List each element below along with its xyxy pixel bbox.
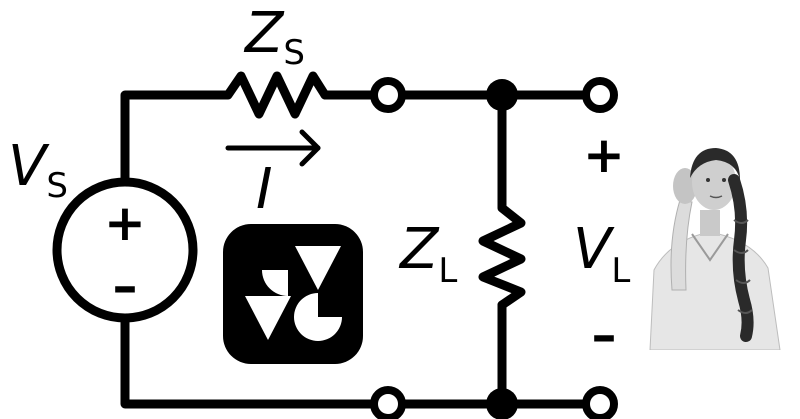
terminal-bottom-right	[582, 386, 618, 419]
terminal-bottom-left	[370, 386, 406, 419]
load-plus-sign: +	[583, 126, 625, 184]
person-photo	[640, 140, 790, 350]
terminal-top-right	[582, 77, 618, 113]
current-label: I	[256, 157, 273, 222]
voltage-source-circle	[52, 177, 198, 323]
source-plus-sign: +	[104, 194, 146, 252]
app-logo-icon	[223, 224, 363, 364]
junction-node-top	[486, 79, 518, 111]
load-impedance-label: ZL	[398, 217, 457, 291]
source-voltage-label: VS	[8, 134, 68, 206]
wire-source-top	[120, 90, 220, 185]
junction-node-bottom	[486, 388, 518, 419]
load-voltage-label: VL	[573, 217, 630, 291]
wire-source-bottom	[120, 315, 377, 409]
source-minus-sign: –	[113, 257, 138, 315]
source-impedance-label: ZS	[243, 1, 305, 73]
arrow-right-icon	[225, 129, 321, 167]
terminal-top-left	[370, 77, 406, 113]
load-minus-sign: –	[592, 306, 617, 364]
person-listening-icon	[640, 140, 790, 350]
load-impedance-resistor	[478, 190, 526, 310]
source-impedance-resistor	[210, 71, 330, 119]
